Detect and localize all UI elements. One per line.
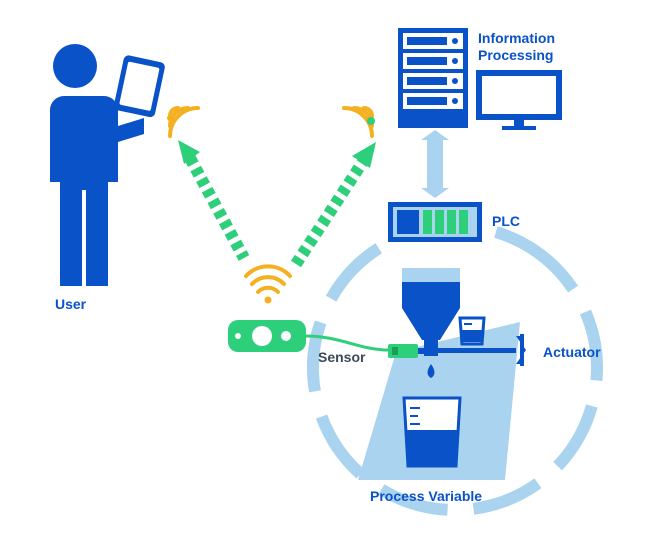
valve-icon — [438, 334, 526, 366]
server-plc-link — [427, 140, 443, 188]
server-plc-link-top — [421, 130, 449, 140]
beaker-icon — [402, 396, 462, 468]
sensor-label: Sensor — [318, 349, 366, 365]
wifi-icon-server — [342, 106, 375, 138]
information-processing-label-1: Information — [478, 30, 555, 46]
server-plc-link-bottom — [421, 188, 449, 198]
small-cup-icon — [458, 316, 486, 346]
sensor-icon — [228, 320, 306, 352]
user-icon — [48, 44, 144, 286]
process-variable-label: Process Variable — [370, 488, 483, 504]
plc-label: PLC — [492, 213, 520, 229]
hopper-icon — [402, 268, 460, 378]
server-rack-icon — [398, 28, 468, 128]
control-loop-ring — [307, 219, 603, 516]
wireless-link-user — [178, 140, 250, 261]
monitor-icon — [476, 70, 562, 130]
wireless-link-server — [290, 142, 376, 268]
sensor-cable — [305, 334, 389, 352]
wifi-icon-user — [167, 106, 200, 138]
plc-icon — [388, 202, 482, 242]
sensor-probe-icon — [388, 344, 424, 358]
information-processing-label-2: Processing — [478, 47, 554, 63]
wifi-icon-sensor — [244, 264, 292, 304]
actuator-label: Actuator — [543, 344, 601, 360]
tablet-icon — [113, 55, 165, 118]
user-label: User — [55, 296, 87, 312]
